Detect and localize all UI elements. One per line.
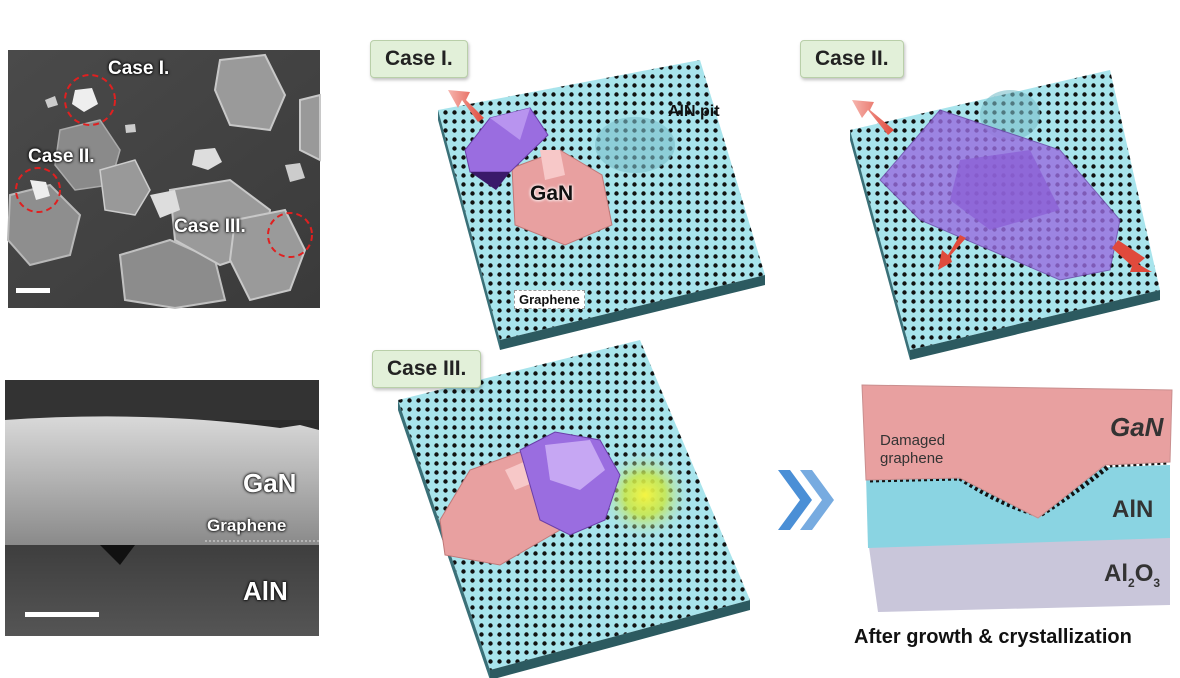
al2o3-al: Al	[1104, 560, 1128, 587]
case1-title: Case I.	[370, 40, 468, 78]
case1-graphene-label: Graphene	[514, 290, 585, 309]
case2-diagram	[850, 70, 1160, 360]
scale-bar-bottom	[25, 612, 99, 617]
final-al2o3-label: Al2O3	[1104, 560, 1160, 590]
final-damaged-text: Damaged	[880, 432, 946, 449]
case1-diagram	[438, 60, 765, 350]
case3-diagram	[398, 340, 750, 678]
sem-label-case2: Case II.	[28, 146, 95, 167]
case2-title: Case II.	[800, 40, 904, 78]
final-damaged-graphene-label: Damaged graphene	[880, 432, 945, 468]
final-structure-diagram	[861, 384, 1173, 612]
final-aln-label: AlN	[1112, 496, 1154, 523]
case1-aln-pit-label: AlN pit	[668, 103, 720, 120]
al2o3-sub3: 3	[1153, 575, 1161, 590]
growth-arrow-icon	[852, 100, 894, 135]
growth-arrow-icon	[448, 90, 484, 122]
final-caption: After growth & crystallization	[854, 626, 1132, 648]
scale-bar-top	[16, 288, 50, 293]
sem-label-gan: GaN	[243, 468, 297, 498]
growth-arrow-icon	[938, 235, 966, 270]
sem-label-case3: Case III.	[174, 216, 246, 237]
case3-title: Case III.	[372, 350, 482, 388]
al2o3-sub2: 2	[1128, 575, 1135, 590]
sem-label-aln: AlN	[243, 576, 288, 606]
final-graphene-text: graphene	[880, 450, 944, 467]
sem-top-view-image	[6, 50, 321, 310]
sem-label-graphene: Graphene	[207, 516, 287, 535]
al2o3-o: O	[1134, 560, 1154, 587]
sem-cross-section-image	[5, 380, 319, 636]
chevron-right-icon	[778, 470, 834, 530]
final-gan-label: GaN	[1110, 412, 1164, 442]
sem-label-case1: Case I.	[108, 58, 170, 79]
growth-arrow-icon	[1112, 240, 1152, 272]
case1-gan-label: GaN	[530, 182, 574, 205]
